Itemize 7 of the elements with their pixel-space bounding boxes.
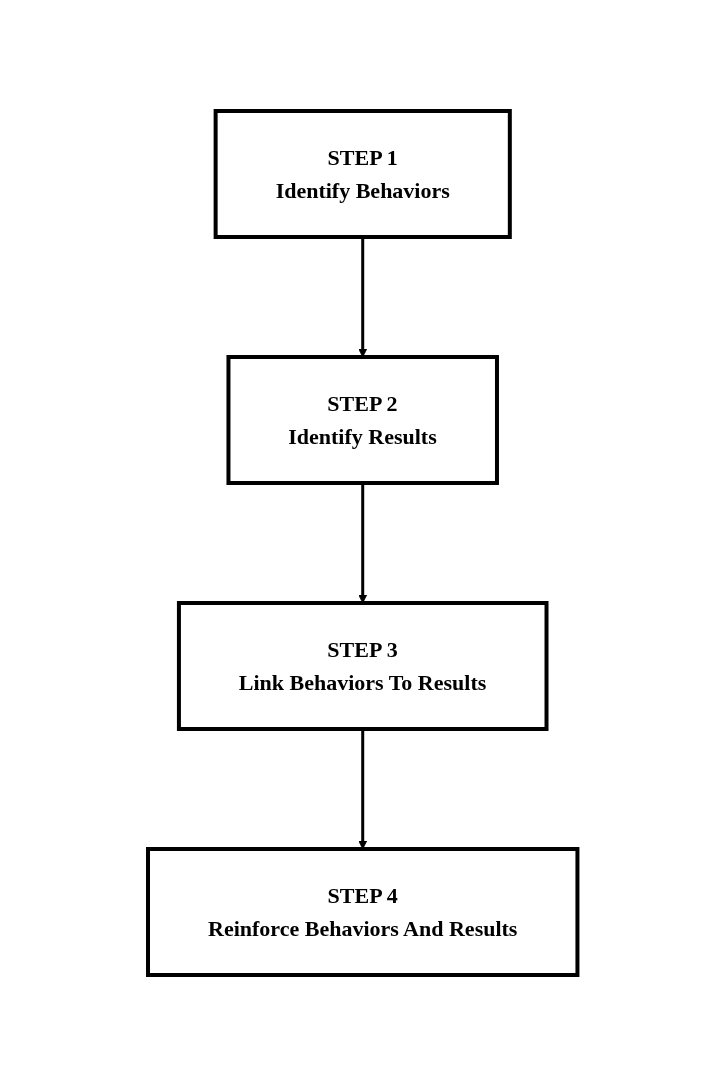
node-box: STEP 1 Identify Behaviors [213, 109, 512, 239]
node-box: STEP 2 Identify Results [226, 355, 499, 485]
arrow [358, 237, 367, 358]
node-box: STEP 3 Link Behaviors To Results [176, 601, 549, 731]
arrow [358, 483, 367, 604]
arrow [358, 729, 367, 850]
node-box: STEP 4 Reinforce Behaviors And Results [145, 847, 580, 977]
